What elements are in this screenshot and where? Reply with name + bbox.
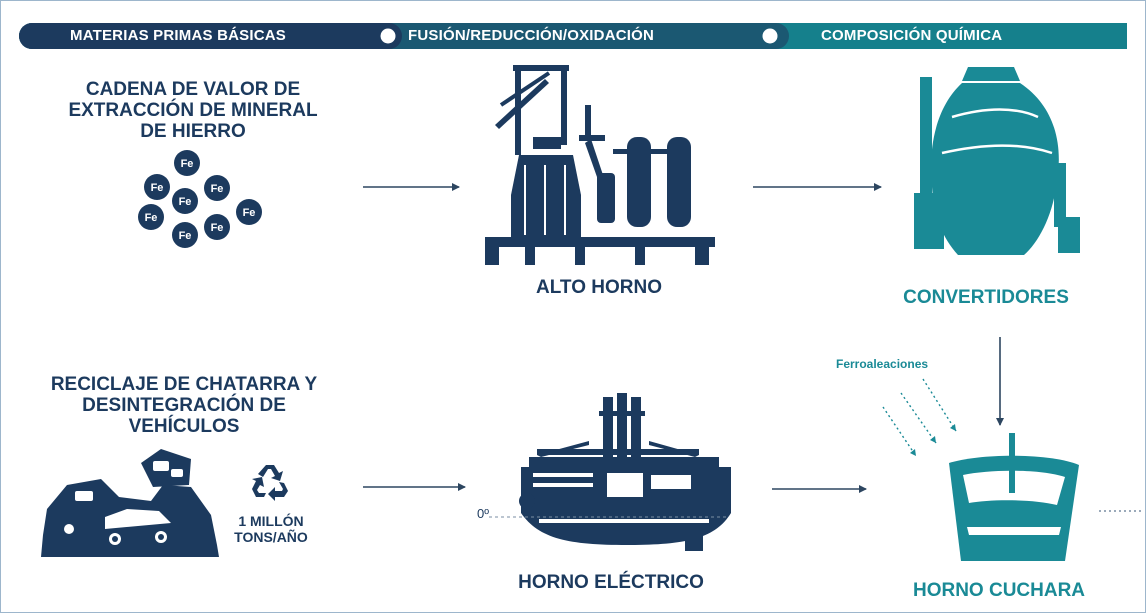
fe-label: Fe <box>181 158 194 170</box>
fe-label: Fe <box>243 207 256 219</box>
blast-furnace-icon <box>485 65 715 265</box>
angle-mark: 0º <box>477 506 489 521</box>
banner-segment-chemical-composition: COMPOSICIÓN QUÍMICA <box>821 27 1003 44</box>
banner-dot-2 <box>762 28 778 44</box>
converters-label: CONVERTIDORES <box>903 287 1069 308</box>
fe-label: Fe <box>151 182 164 194</box>
banner-dot-1 <box>380 28 396 44</box>
ladle-furnace-icon <box>949 433 1079 561</box>
scrap-quantity-line1: 1 MILLÓN <box>238 513 304 529</box>
fe-label: Fe <box>179 196 192 208</box>
iron-ore-heading: CADENA DE VALOR DE EXTRACCIÓN DE MINERAL… <box>68 79 318 142</box>
scrap-cars-icon <box>41 449 219 557</box>
recycle-icon <box>252 465 288 501</box>
ferroalloys-label: Ferroaleaciones <box>836 357 929 371</box>
fe-label: Fe <box>145 212 158 224</box>
converter-icon <box>914 67 1080 255</box>
banner-background <box>19 23 1127 49</box>
blast-furnace-label: ALTO HORNO <box>536 277 662 298</box>
process-stage-banner: MATERIAS PRIMAS BÁSICAS FUSIÓN/REDUCCIÓN… <box>19 23 1127 49</box>
scrap-quantity-line2: TONS/AÑO <box>234 529 308 545</box>
scrap-heading: RECICLAJE DE CHATARRA Y DESINTEGRACIÓN D… <box>50 374 318 437</box>
banner-segment-raw-materials: MATERIAS PRIMAS BÁSICAS <box>70 27 286 44</box>
ladle-furnace-label: HORNO CUCHARA <box>912 580 1086 601</box>
banner-segment-melting: FUSIÓN/REDUCCIÓN/OXIDACIÓN <box>408 27 655 44</box>
electric-furnace-label: HORNO ELÉCTRICO <box>518 572 704 593</box>
electric-arc-furnace-icon <box>489 393 731 551</box>
scrap-quantity: 1 MILLÓN TONS/AÑO <box>211 513 331 545</box>
fe-label: Fe <box>179 230 192 242</box>
fe-label: Fe <box>211 183 224 195</box>
iron-ore-pellets-icon: Fe Fe Fe Fe Fe Fe Fe Fe <box>138 150 262 248</box>
fe-label: Fe <box>211 222 224 234</box>
